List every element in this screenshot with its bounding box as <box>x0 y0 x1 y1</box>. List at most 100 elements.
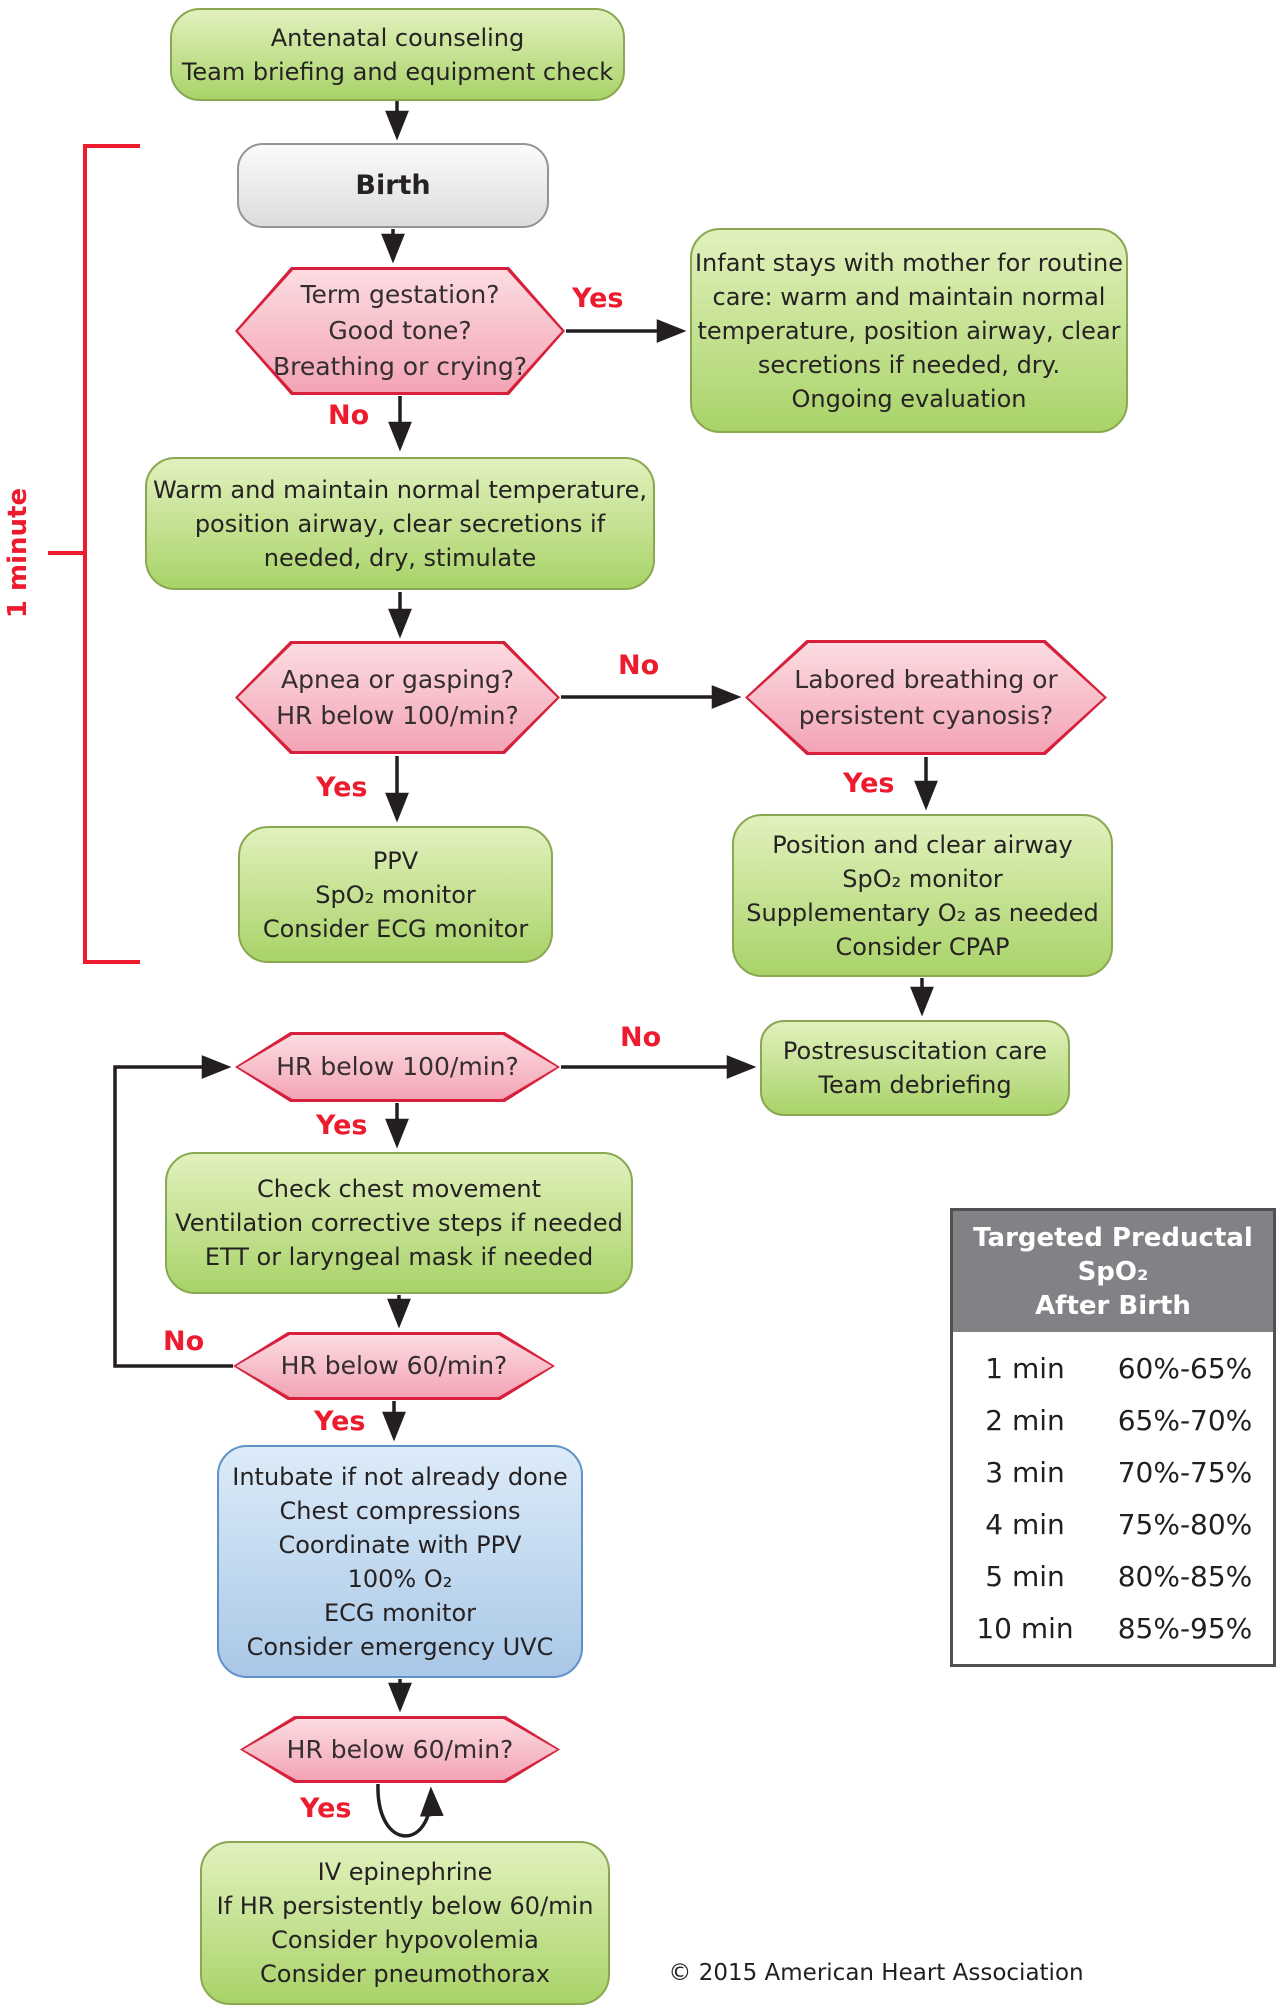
one-minute-bracket <box>83 144 140 964</box>
ppv-box: PPV SpO₂ monitor Consider ECG monitor <box>238 826 553 963</box>
warm-stimulate-box: Warm and maintain normal temperature, po… <box>145 457 655 590</box>
text-line: HR below 100/min? <box>276 700 519 730</box>
text-line: Intubate if not already done <box>232 1462 568 1491</box>
text-line: Consider pneumothorax <box>260 1960 550 1988</box>
text-line: Warm and maintain normal temperature, <box>153 475 647 504</box>
text-line: HR below 60/min? <box>286 1734 514 1764</box>
text-line: Coordinate with PPV <box>278 1530 522 1559</box>
yes-label-apnea: Yes <box>316 772 368 803</box>
text-line: Position and clear airway <box>772 830 1073 859</box>
hexagon-fill: HR below 60/min? <box>236 1335 552 1397</box>
table-title-line: After Birth <box>1035 1291 1191 1321</box>
table-row: 4 min 75%-80% <box>953 1498 1273 1550</box>
text-line: secretions if needed, dry. <box>757 350 1061 379</box>
hexagon-fill: Term gestation? Good tone? Breathing or … <box>238 270 562 392</box>
hexagon-fill: HR below 60/min? <box>243 1719 557 1780</box>
text-line: ETT or laryngeal mask if needed <box>204 1243 594 1271</box>
text-line: Consider ECG monitor <box>262 914 529 943</box>
table-row: 1 min 60%-65% <box>953 1342 1273 1394</box>
no-label-hr100: No <box>620 1022 662 1053</box>
text-line: SpO₂ monitor <box>842 864 1003 893</box>
table-cell-time: 5 min <box>985 1559 1065 1593</box>
routine-care-box: Infant stays with mother for routine car… <box>690 228 1128 433</box>
text-line: Birth <box>355 170 431 201</box>
table-cell-range: 70%-75% <box>1117 1455 1253 1489</box>
text-line: Labored breathing or <box>794 664 1058 694</box>
text-line: position airway, clear secretions if <box>194 509 606 538</box>
one-minute-label: 1 minute <box>3 487 33 619</box>
hr-below-60-decision-1: HR below 60/min? <box>233 1332 555 1400</box>
term-gestation-decision: Term gestation? Good tone? Breathing or … <box>235 267 565 395</box>
table-row: 2 min 65%-70% <box>953 1394 1273 1446</box>
yes-label-hr100: Yes <box>316 1110 368 1141</box>
no-label-hr60: No <box>163 1326 205 1357</box>
spo2-table-header: Targeted Preductal SpO₂ After Birth <box>953 1211 1273 1332</box>
text-line: Good tone? <box>328 316 472 345</box>
spo2-target-table: Targeted Preductal SpO₂ After Birth 1 mi… <box>950 1208 1276 1667</box>
table-cell-range: 80%-85% <box>1117 1559 1253 1593</box>
text-line: 100% O₂ <box>347 1564 453 1593</box>
hexagon-fill: Labored breathing or persistent cyanosis… <box>748 643 1104 752</box>
text-line: IV epinephrine <box>317 1858 493 1886</box>
spo2-table-body: 1 min 60%-65% 2 min 65%-70% 3 min 70%-75… <box>953 1332 1273 1664</box>
birth-box: Birth <box>237 143 549 228</box>
table-cell-range: 65%-70% <box>1117 1403 1253 1437</box>
yes-label-hr60: Yes <box>314 1406 366 1437</box>
text-line: Infant stays with mother for routine <box>694 248 1124 277</box>
labored-breathing-decision: Labored breathing or persistent cyanosis… <box>745 640 1107 755</box>
table-row: 10 min 85%-95% <box>953 1602 1273 1654</box>
text-line: Check chest movement <box>257 1175 541 1203</box>
text-line: Supplementary O₂ as needed <box>746 898 1099 927</box>
no-label-apnea: No <box>618 650 660 681</box>
antenatal-box: Antenatal counseling Team briefing and e… <box>170 8 625 101</box>
text-line: HR below 100/min? <box>276 1052 519 1081</box>
table-row: 3 min 70%-75% <box>953 1446 1273 1498</box>
apnea-gasping-decision: Apnea or gasping? HR below 100/min? <box>235 641 560 754</box>
table-title-line: Targeted Preductal SpO₂ <box>973 1223 1253 1287</box>
text-line: Ventilation corrective steps if needed <box>175 1209 623 1237</box>
text-line: PPV <box>372 846 419 875</box>
arrow-hr60b-yes-self-loop <box>376 1783 444 1838</box>
table-cell-time: 3 min <box>985 1455 1065 1489</box>
table-cell-time: 2 min <box>985 1403 1065 1437</box>
postresuscitation-box: Postresuscitation care Team debriefing <box>760 1020 1070 1116</box>
text-line: SpO₂ monitor <box>315 880 476 909</box>
hexagon-fill: HR below 100/min? <box>238 1035 557 1099</box>
text-line: Consider hypovolemia <box>271 1926 539 1954</box>
text-line: If HR persistently below 60/min <box>216 1892 594 1920</box>
text-line: needed, dry, stimulate <box>263 543 537 572</box>
text-line: Team debriefing <box>818 1071 1012 1099</box>
no-label-term: No <box>328 400 370 431</box>
table-cell-time: 4 min <box>985 1507 1065 1541</box>
hr-below-100-decision: HR below 100/min? <box>235 1032 560 1102</box>
intubate-compressions-box: Intubate if not already done Chest compr… <box>217 1445 583 1678</box>
text-line: HR below 60/min? <box>280 1351 508 1380</box>
copyright-text: © 2015 American Heart Association <box>668 1960 1084 1986</box>
text-line: persistent cyanosis? <box>798 700 1054 730</box>
table-cell-range: 60%-65% <box>1117 1351 1253 1385</box>
hexagon-fill: Apnea or gasping? HR below 100/min? <box>238 644 557 751</box>
text-line: Breathing or crying? <box>272 352 528 381</box>
iv-epinephrine-box: IV epinephrine If HR persistently below … <box>200 1841 610 2005</box>
text-line: care: warm and maintain normal <box>712 282 1106 311</box>
position-airway-box: Position and clear airway SpO₂ monitor S… <box>732 814 1113 977</box>
text-line: Apnea or gasping? <box>281 664 514 694</box>
table-cell-range: 85%-95% <box>1117 1611 1253 1645</box>
text-line: Term gestation? <box>300 280 500 309</box>
arrow-hr60a-no-loop-to-hr100 <box>113 1055 233 1368</box>
table-cell-time: 10 min <box>976 1611 1074 1645</box>
text-line: Chest compressions <box>279 1496 521 1525</box>
yes-label-labored: Yes <box>843 768 895 799</box>
text-line: ECG monitor <box>323 1598 477 1627</box>
text-line: Antenatal counseling <box>270 23 525 52</box>
table-row: 5 min 80%-85% <box>953 1550 1273 1602</box>
table-cell-range: 75%-80% <box>1117 1507 1253 1541</box>
yes-label-term: Yes <box>572 283 624 314</box>
text-line: Postresuscitation care <box>782 1037 1048 1065</box>
hr-below-60-decision-2: HR below 60/min? <box>240 1716 560 1783</box>
text-line: Consider emergency UVC <box>246 1632 554 1661</box>
text-line: Ongoing evaluation <box>791 384 1027 413</box>
text-line: Consider CPAP <box>835 932 1010 961</box>
